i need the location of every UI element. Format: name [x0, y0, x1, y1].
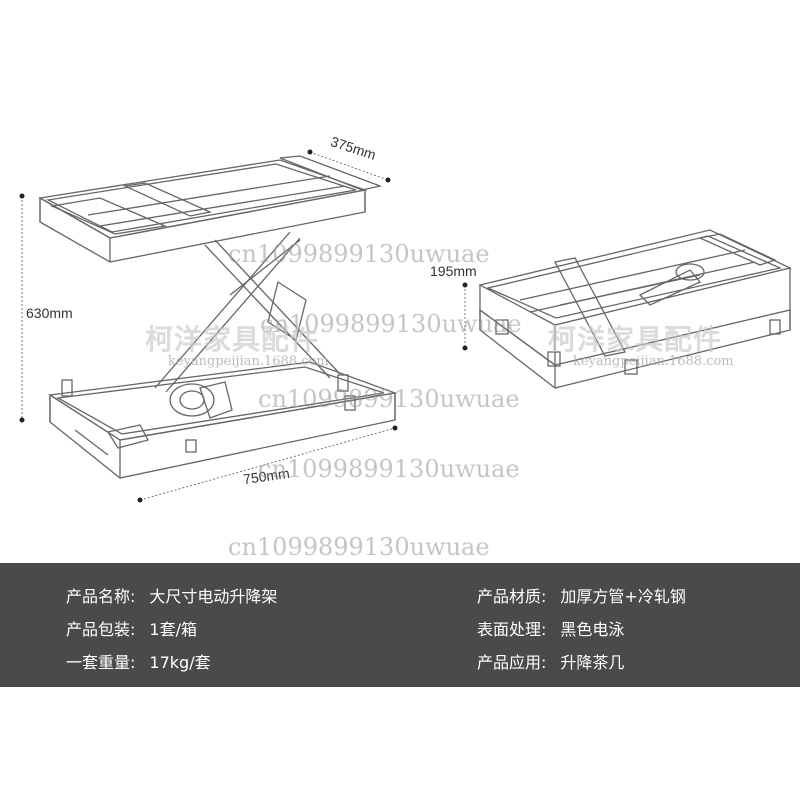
watermark-brand: 柯洋家具配件	[145, 323, 320, 356]
spec-label: 产品名称:	[66, 587, 136, 606]
spec-value: 大尺寸电动升降架	[149, 587, 278, 606]
watermark-site: keyangpeijian.1688.com	[573, 354, 734, 369]
spec-label: 表面处理:	[477, 620, 547, 639]
watermark-code: cn1099899130uwuae	[228, 240, 490, 268]
dimension-guides	[19, 149, 468, 503]
spec-value: 加厚方管+冷轧钢	[560, 587, 686, 606]
watermark-brand: 柯洋家具配件	[548, 323, 723, 356]
watermark-code: cn1099899130uwuae	[228, 533, 490, 561]
spec-row: 产品名称: 大尺寸电动升降架	[66, 583, 277, 607]
spec-row: 一套重量: 17kg/套	[66, 649, 211, 673]
watermark-site: keyangpeijian.1688.com	[168, 354, 329, 369]
spec-value: 17kg/套	[149, 653, 211, 672]
watermark-code: cn1099899130uwuae	[258, 385, 520, 413]
spec-label: 产品应用:	[477, 653, 547, 672]
spec-value: 黑色电泳	[560, 620, 625, 639]
spec-label: 产品材质:	[477, 587, 547, 606]
spec-value: 升降茶几	[560, 653, 625, 672]
watermark-code: cn1099899130uwuae	[260, 310, 522, 338]
spec-label: 产品包装:	[66, 620, 136, 639]
spec-panel: 产品名称: 大尺寸电动升降架 产品包装: 1套/箱 一套重量: 17kg/套 产品材质…	[0, 563, 800, 687]
raised-lift-frame	[38, 155, 398, 479]
spec-row: 产品包装: 1套/箱	[66, 616, 197, 640]
watermark-code: cn1099899130uwuae	[258, 455, 520, 483]
spec-value: 1套/箱	[149, 620, 197, 639]
spec-row: 产品材质: 加厚方管+冷轧钢	[477, 583, 686, 607]
dimension-height-folded: 195mm	[430, 263, 477, 279]
spec-row: 产品应用: 升降茶几	[477, 649, 624, 673]
folded-lift-frame	[478, 229, 792, 389]
spec-label: 一套重量:	[66, 653, 136, 672]
spec-row: 表面处理: 黑色电泳	[477, 616, 624, 640]
dimension-height-raised: 630mm	[26, 305, 73, 321]
